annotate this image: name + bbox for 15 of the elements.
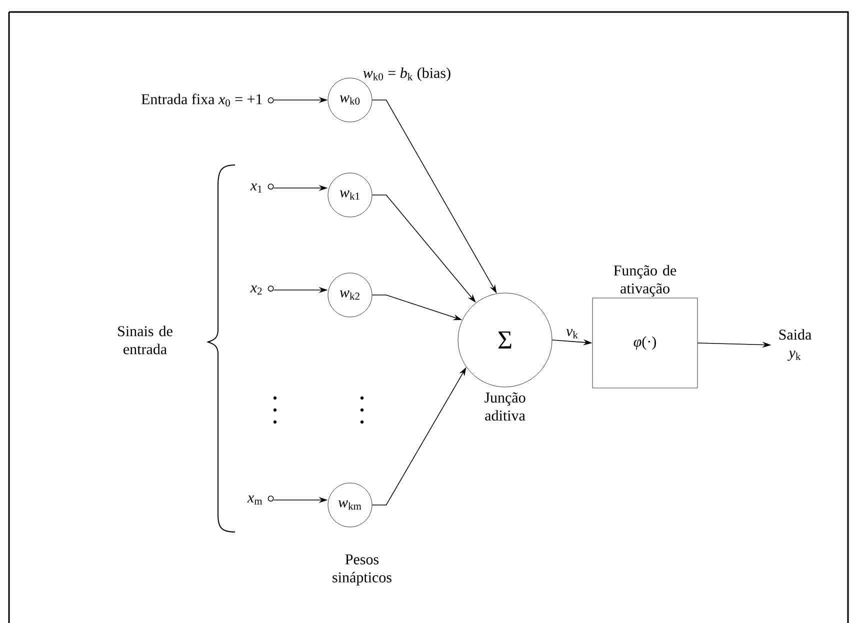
output-label: Saida y$_{k}$ — [779, 329, 812, 361]
heading: Função de ativação — [614, 265, 676, 297]
input-terminal: Entrada fixa x$_{0}$ = +1 — [141, 94, 274, 106]
label: Sinais de entrada — [118, 326, 172, 354]
input-terminal: x$_{2}$ — [250, 285, 274, 295]
activation-box: φ(·) — [592, 298, 698, 388]
input-terminal: x$_{1}$ — [250, 183, 274, 193]
node-label: x$_{1}$ — [250, 183, 262, 193]
label: Pesos sinápticos — [332, 554, 392, 586]
node-label: x$_{m}$ — [247, 495, 262, 505]
input-terminal: x$_{m}$ — [247, 495, 274, 505]
node-label: x$_{2}$ — [250, 285, 262, 295]
node-label: Junção aditiva — [484, 392, 526, 421]
summing-junction: Σ — [458, 292, 552, 388]
edge-label: v$_{k}$ — [566, 329, 578, 338]
